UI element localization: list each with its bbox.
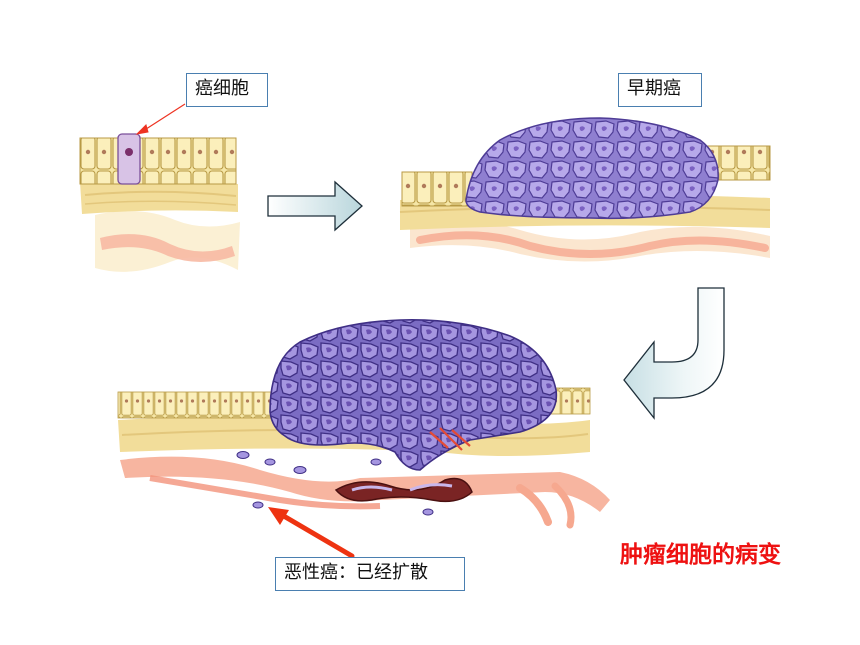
label-cancer-cell-text: 癌细胞 — [195, 78, 249, 99]
label-early-cancer-text: 早期癌 — [627, 78, 681, 99]
label-malignant-spread-text: 恶性癌：已经扩散 — [284, 562, 428, 583]
panel-malignant-spread — [117, 319, 610, 529]
progression-arrow-curved-icon — [623, 287, 725, 420]
cancer-cell-pointer — [142, 103, 186, 132]
panel-early-cancer — [399, 117, 771, 262]
progression-arrow-right-icon — [267, 180, 363, 232]
label-cancer-cell: 癌细胞 — [186, 73, 268, 107]
panel-normal-tissue — [79, 133, 240, 272]
label-malignant-spread: 恶性癌：已经扩散 — [275, 557, 465, 591]
label-early-cancer: 早期癌 — [618, 73, 702, 107]
spread-cell-pointer — [279, 512, 355, 559]
diagram-caption: 肿瘤细胞的病变 — [620, 542, 781, 568]
